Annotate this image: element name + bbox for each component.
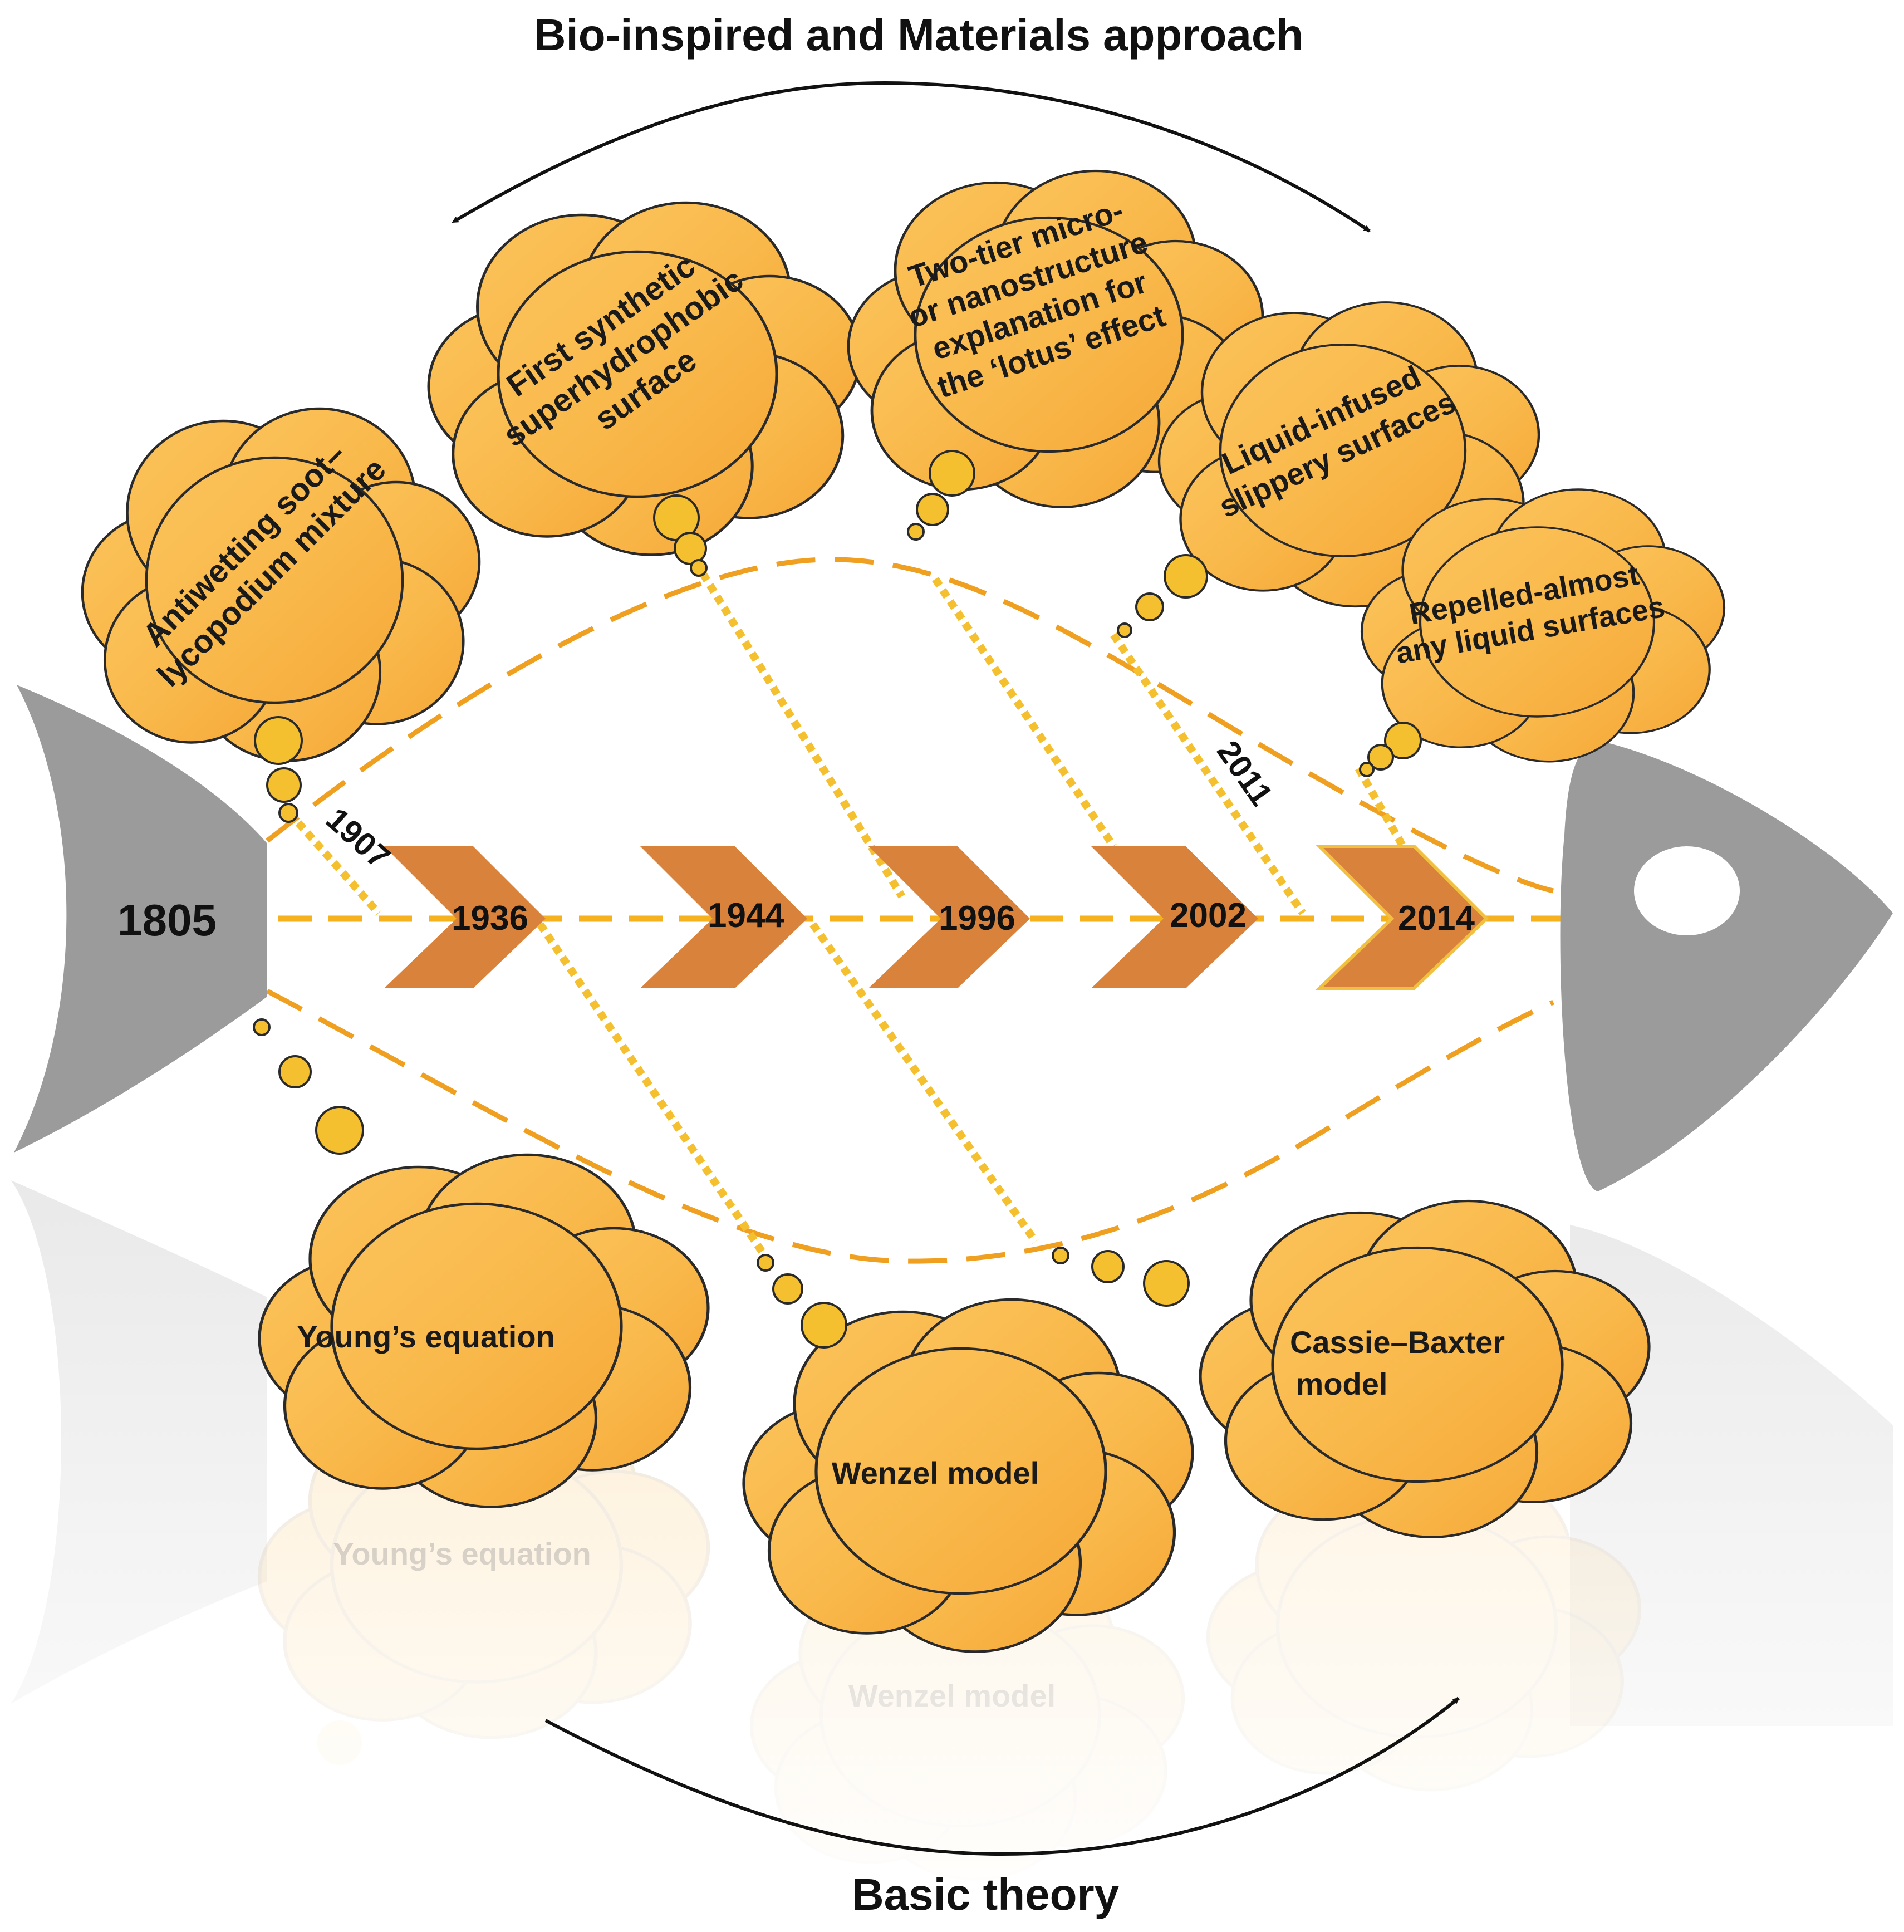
- arrow-bottom-curve: [544, 1696, 1460, 1856]
- year-1805: 1805: [117, 895, 217, 945]
- text-wenzel: Wenzel model: [832, 1455, 1039, 1490]
- bubble-twotier-3: [907, 523, 925, 541]
- connector-1907: [286, 810, 382, 916]
- text-cassie-line1: Cassie–Baxter: [1290, 1325, 1505, 1360]
- fish-body-upper-dashed: [266, 557, 1554, 894]
- year-1944: 1944: [708, 896, 784, 935]
- bubble-cassie-1: [1052, 1247, 1069, 1264]
- text-cassie-line2: model: [1296, 1366, 1388, 1401]
- year-2002: 2002: [1170, 896, 1247, 935]
- bubble-wenzel-1: [757, 1254, 774, 1272]
- bubble-liquid-3: [1117, 622, 1132, 638]
- bubble-young-3: [315, 1106, 364, 1155]
- bubble-antiwetting-2: [266, 767, 302, 803]
- bubble-young-2: [278, 1055, 312, 1088]
- bubble-young-1: [253, 1018, 271, 1036]
- bubble-synthetic-3: [690, 559, 708, 577]
- chevron-2002: [1091, 846, 1258, 988]
- connector-2002-upper: [932, 577, 1117, 849]
- connector-1944-upper: [693, 560, 905, 899]
- year-1936: 1936: [452, 899, 528, 938]
- bubble-liquid-1: [1164, 554, 1208, 599]
- bubble-synthetic-2: [674, 532, 707, 565]
- chevron-1996: [868, 846, 1030, 988]
- fish-head: [1560, 741, 1893, 1191]
- bubble-wenzel-2: [772, 1273, 803, 1305]
- connector-2014-upper: [1355, 766, 1407, 849]
- bubble-wenzel-3: [801, 1302, 847, 1349]
- bubble-repelled-2: [1367, 744, 1394, 771]
- bubble-antiwetting-1: [254, 716, 303, 765]
- fish-eye: [1634, 846, 1740, 935]
- fish-tail: [14, 685, 267, 1153]
- text-young: Young’s equation: [297, 1319, 555, 1354]
- year-1996: 1996: [939, 899, 1015, 938]
- year-2014: 2014: [1398, 899, 1475, 938]
- heading-bottom: Basic theory: [852, 1870, 1120, 1919]
- bubble-antiwetting-3: [278, 803, 298, 823]
- arrow-top-curve: [452, 81, 1371, 233]
- bubble-twotier-2: [916, 493, 949, 526]
- connector-1944-lower: [809, 921, 1039, 1244]
- fish-body-lower-dashed: [266, 989, 1554, 1264]
- bubble-repelled-3: [1359, 762, 1375, 777]
- chevron-1944: [640, 846, 807, 988]
- heading-top: Bio-inspired and Materials approach: [534, 10, 1304, 60]
- connector-2011: [1110, 632, 1306, 915]
- chevron-1936: [384, 846, 546, 988]
- bubble-cassie-2: [1091, 1250, 1125, 1283]
- year-2011: 2011: [1210, 734, 1279, 812]
- bubble-repelled-1: [1384, 722, 1422, 759]
- bubble-twotier-1: [929, 450, 975, 497]
- bubble-cassie-3: [1143, 1260, 1190, 1307]
- year-1907: 1907: [319, 801, 396, 876]
- chevron-2014: [1315, 845, 1489, 990]
- bubble-liquid-2: [1135, 592, 1164, 621]
